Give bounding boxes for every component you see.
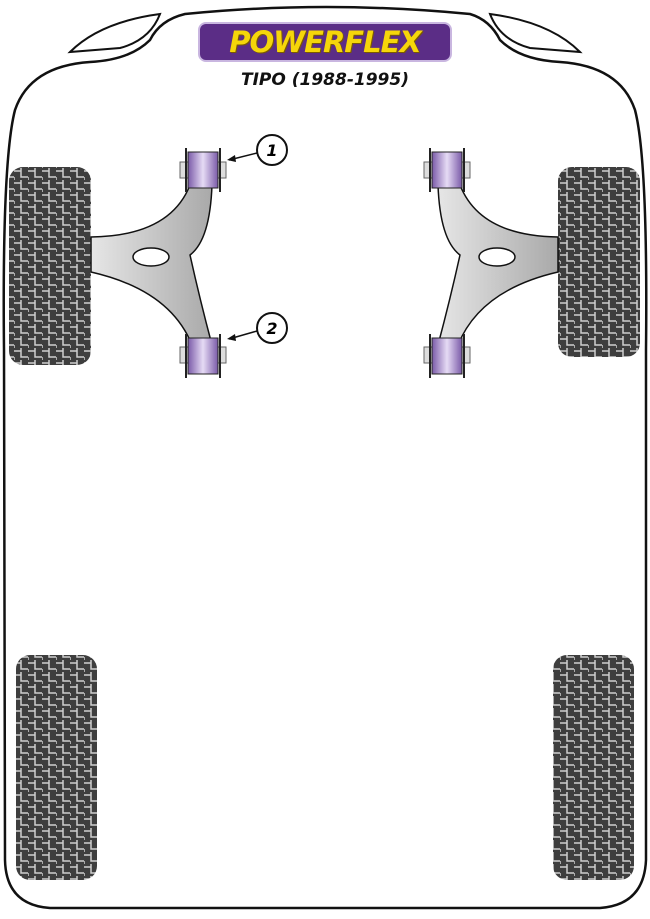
right-wishbone-hole	[478, 247, 516, 267]
callout-1-label: 1	[266, 141, 277, 160]
bushing-right-front	[423, 148, 471, 192]
model-title: TIPO (1988-1995)	[241, 70, 409, 90]
left-wishbone-hole	[132, 247, 170, 267]
bushing-2-left-rear	[179, 334, 227, 378]
callout-2: 2	[227, 312, 288, 344]
rear-right-tire	[553, 655, 634, 880]
front-right-tire	[558, 167, 640, 357]
powerflex-logo: POWERFLEX	[198, 22, 452, 62]
bushing-right-rear	[423, 334, 471, 378]
callout-1: 1	[227, 134, 288, 166]
left-mirror	[67, 12, 162, 54]
callout-2-label: 2	[266, 319, 277, 338]
logo-text: POWERFLEX	[229, 25, 421, 59]
right-mirror	[488, 12, 583, 54]
rear-left-tire	[16, 655, 97, 880]
car-body-outline	[2, 5, 648, 910]
front-left-tire	[9, 167, 91, 365]
bushing-1-left-front	[179, 148, 227, 192]
